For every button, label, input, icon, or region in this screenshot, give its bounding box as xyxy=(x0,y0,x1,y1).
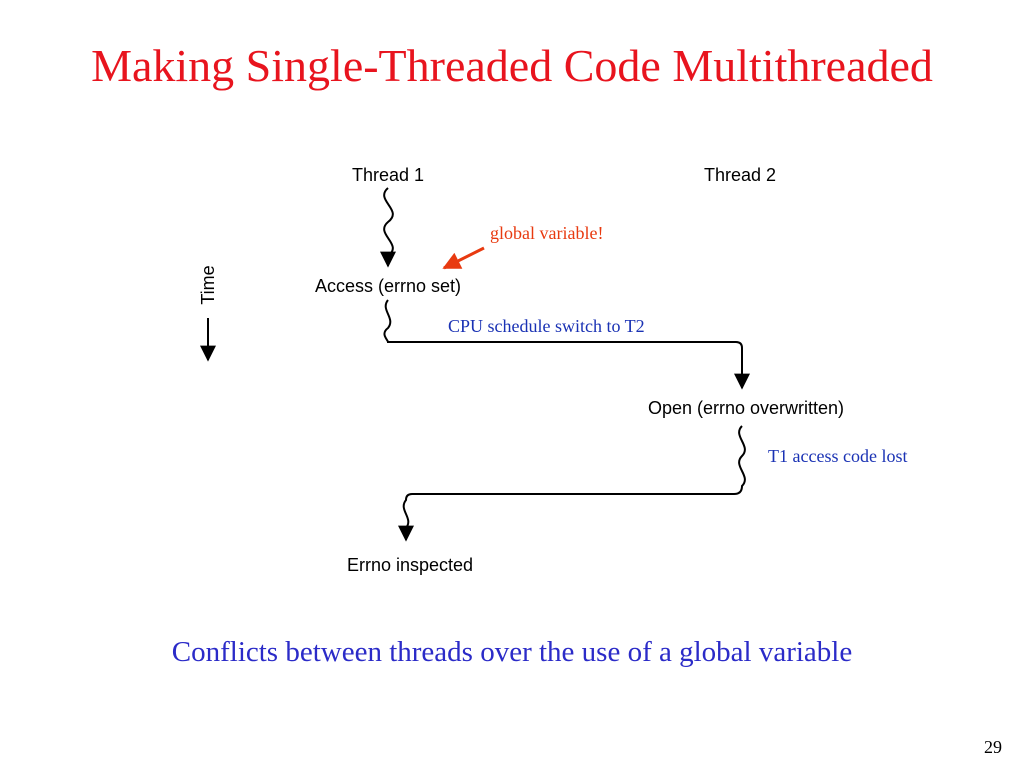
access-label: Access (errno set) xyxy=(315,276,461,296)
slide-title: Making Single-Threaded Code Multithreade… xyxy=(91,40,933,91)
global-variable-arrow xyxy=(442,246,485,270)
thread1-label: Thread 1 xyxy=(352,165,424,185)
thread1-execution-squiggle xyxy=(380,187,396,268)
cpu-switch-annotation: CPU schedule switch to T2 xyxy=(448,316,645,336)
page-number: 29 xyxy=(984,737,1002,757)
time-label: Time xyxy=(198,265,218,304)
context-switch-to-t1-path xyxy=(398,425,746,542)
open-label: Open (errno overwritten) xyxy=(648,398,844,418)
slide-caption: Conflicts between threads over the use o… xyxy=(171,636,853,668)
context-switch-to-t2-path xyxy=(383,299,750,390)
errno-inspected-label: Errno inspected xyxy=(347,555,473,575)
thread2-label: Thread 2 xyxy=(704,165,776,185)
global-variable-annotation: global variable! xyxy=(490,223,603,243)
t1-lost-annotation: T1 access code lost xyxy=(768,446,907,466)
